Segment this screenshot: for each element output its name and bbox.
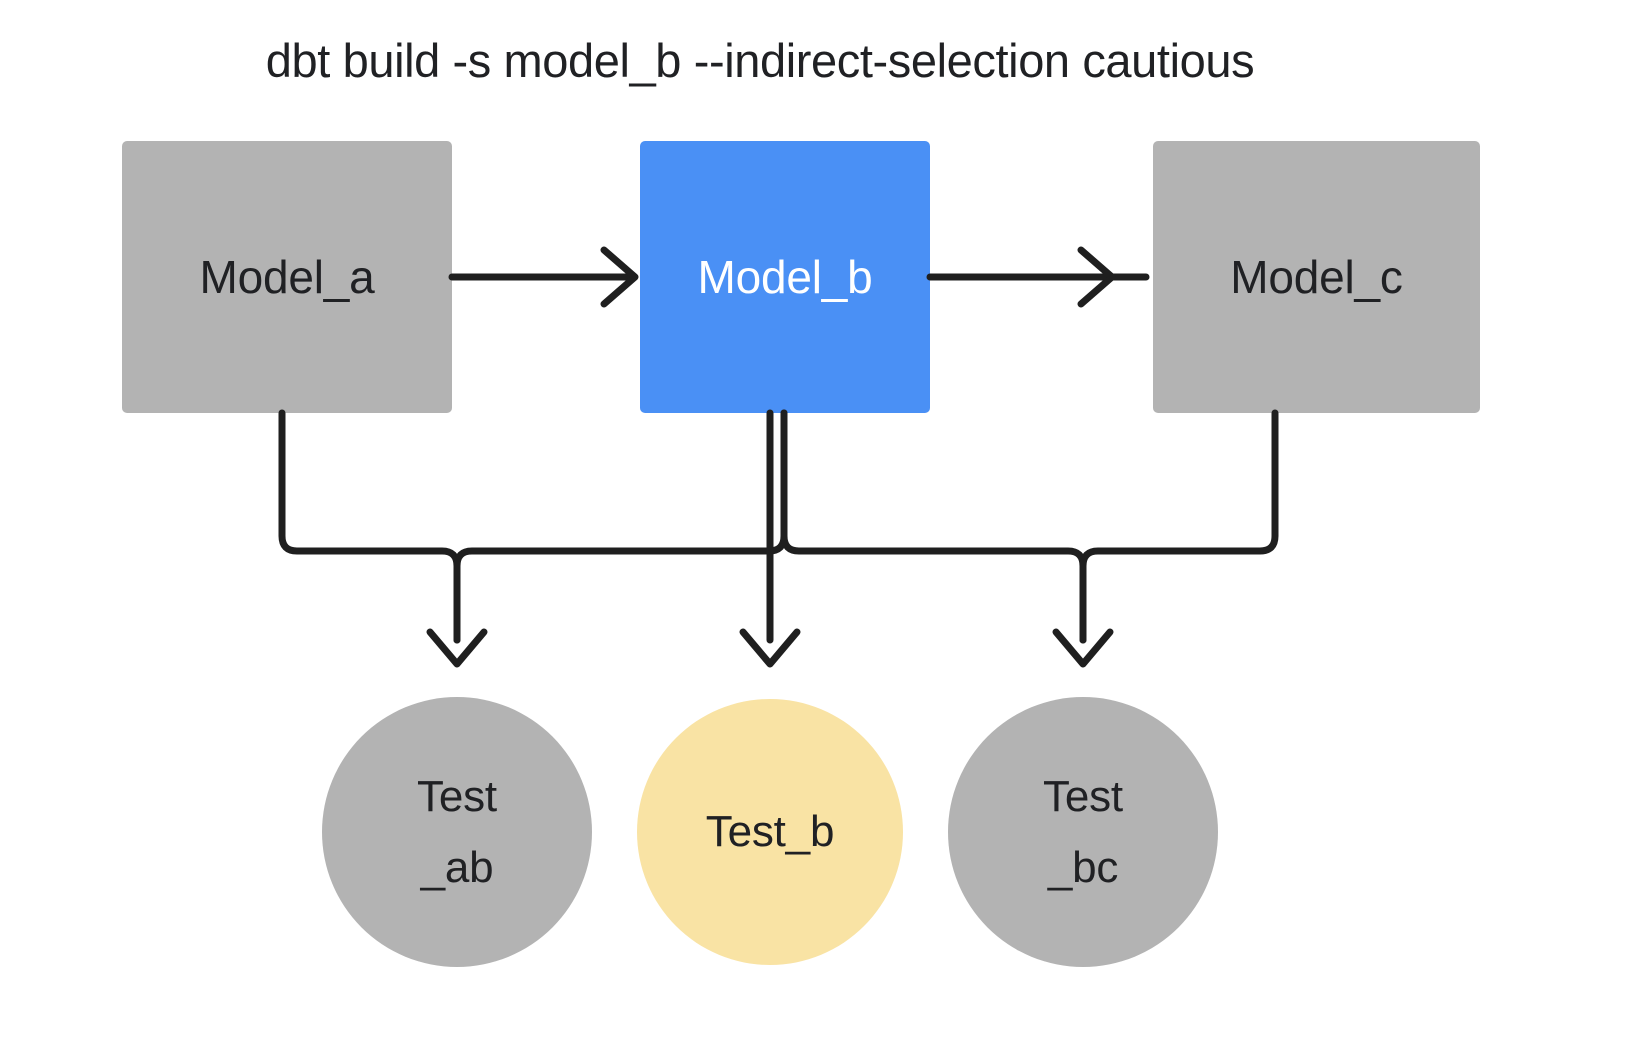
node-model-a[interactable]	[122, 141, 452, 413]
edge-model-b-to-test-bc	[780, 409, 1114, 668]
arrowhead-icon	[1077, 246, 1116, 308]
edges-layer	[278, 246, 1279, 668]
diagram-title: dbt build -s model_b --indirect-selectio…	[265, 34, 1255, 87]
arrowhead-icon	[426, 628, 488, 668]
edge-model-b-to-model-c	[926, 246, 1150, 308]
edge-model-c-to-test-bc	[1079, 409, 1279, 644]
node-model-c[interactable]	[1153, 141, 1480, 413]
node-test-bc[interactable]	[948, 697, 1218, 967]
arrowhead-icon	[1052, 628, 1114, 668]
node-model-b[interactable]	[640, 141, 930, 413]
test-nodes-layer	[322, 697, 1218, 967]
edge-model-a-to-model-b	[448, 246, 639, 308]
model-nodes-layer	[122, 141, 1480, 413]
node-test-ab[interactable]	[322, 697, 592, 967]
arrowhead-icon	[739, 628, 801, 668]
arrowhead-icon	[600, 246, 639, 308]
edge-model-b-to-test-b	[739, 409, 801, 668]
node-test-b[interactable]	[637, 699, 903, 965]
edge-model-b-to-test-ab	[453, 409, 788, 644]
